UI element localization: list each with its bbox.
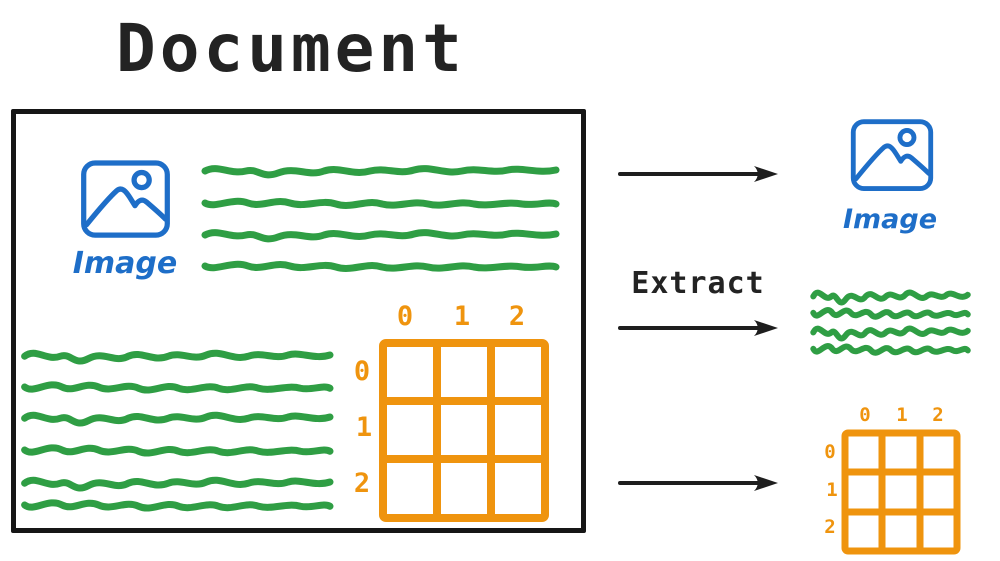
image-icon xyxy=(78,158,173,242)
extracted-table-row-label: 2 xyxy=(824,516,836,538)
extracted-table-col-label: 0 xyxy=(859,404,871,426)
image-label: Image xyxy=(72,246,178,281)
arrow-icon-text xyxy=(618,320,778,336)
extract-label: Extract xyxy=(631,266,765,301)
extracted-image-label: Image xyxy=(842,204,938,235)
extracted-table-grid xyxy=(841,429,961,555)
text-lines-bottom xyxy=(20,345,340,520)
extracted-image-icon xyxy=(848,117,936,195)
table-col-label: 1 xyxy=(453,301,471,332)
extracted-table-row-label: 0 xyxy=(824,441,836,463)
table-col-label: 2 xyxy=(508,301,526,332)
extracted-table-row-label: 1 xyxy=(826,479,838,501)
text-lines-top xyxy=(200,160,565,278)
diagram-title: Document xyxy=(116,10,466,87)
extracted-table-col-label: 2 xyxy=(932,404,944,426)
extracted-table-col-label: 1 xyxy=(896,404,908,426)
table-col-label: 0 xyxy=(396,301,414,332)
table-row-label: 2 xyxy=(353,468,371,499)
table-row-label: 0 xyxy=(353,356,371,387)
extracted-text-lines xyxy=(810,280,975,362)
arrow-icon-table xyxy=(618,475,778,491)
document-box xyxy=(11,109,586,533)
arrow-icon-image xyxy=(618,166,778,182)
table-grid xyxy=(379,339,549,522)
table-row-label: 1 xyxy=(355,412,373,443)
